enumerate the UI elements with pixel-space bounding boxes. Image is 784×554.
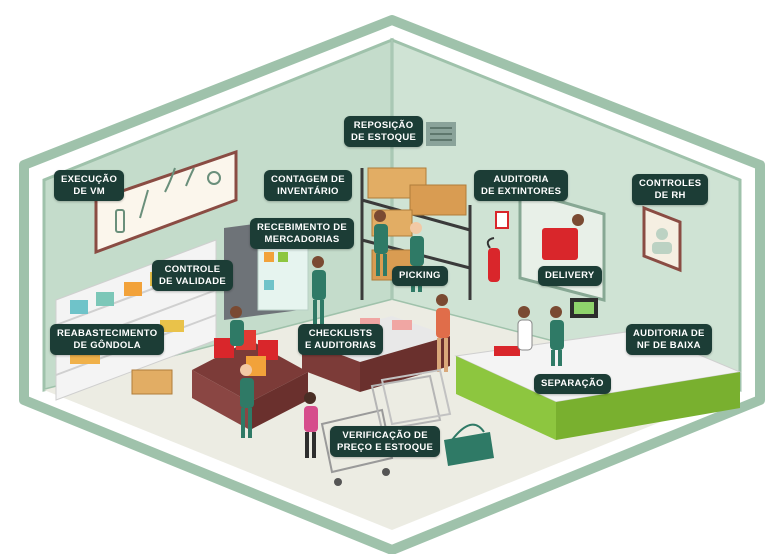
label-line: AUDITORIA	[493, 174, 549, 185]
bottle-icon	[115, 209, 125, 233]
label-delivery[interactable]: DELIVERY	[538, 266, 602, 286]
label-auditoria-nf-baixa[interactable]: AUDITORIA DE NF DE BAIXA	[626, 324, 712, 355]
delivery-box	[542, 228, 578, 260]
label-line: DE ESTOQUE	[351, 131, 417, 143]
label-line: PREÇO E ESTOQUE	[337, 441, 434, 453]
label-line: CONTROLE	[164, 264, 221, 275]
label-line: REABASTECIMENTO	[57, 328, 158, 339]
carrot-icon	[139, 189, 149, 219]
label-controle-validade[interactable]: CONTROLE DE VALIDADE	[152, 260, 233, 291]
fire-extinguisher-icon	[486, 211, 509, 282]
label-line: DE RH	[654, 189, 686, 201]
label-picking[interactable]: PICKING	[392, 266, 448, 286]
label-line: PICKING	[399, 270, 441, 281]
employee-portrait-icon	[642, 205, 682, 273]
label-line: CONTROLES	[639, 178, 702, 189]
shopping-basket-icon	[444, 423, 494, 466]
label-checklists-auditorias[interactable]: CHECKLISTS E AUDITORIAS	[298, 324, 384, 355]
wall-painting	[94, 149, 238, 255]
label-execucao-vm[interactable]: EXECUÇÃO DE VM	[54, 170, 125, 201]
label-line: CHECKLISTS	[308, 328, 373, 339]
label-controles-rh[interactable]: CONTROLES DE RH	[632, 174, 709, 205]
workers	[230, 210, 584, 458]
label-line: EXECUÇÃO	[61, 174, 118, 185]
label-line: MERCADORIAS	[264, 233, 340, 245]
fish-icon	[164, 167, 195, 193]
label-line: AUDITORIA DE	[633, 328, 705, 339]
label-line: E AUDITORIAS	[305, 339, 377, 351]
label-line: NF DE BAIXA	[636, 339, 701, 351]
label-line: SEPARAÇÃO	[541, 378, 604, 389]
label-verificacao-preco-estoque[interactable]: VERIFICAÇÃO DE PREÇO E ESTOQUE	[330, 426, 441, 457]
label-line: REPOSIÇÃO	[353, 120, 414, 131]
label-recebimento-mercadorias[interactable]: RECEBIMENTO DE MERCADORIAS	[250, 218, 355, 249]
label-line: DELIVERY	[545, 270, 595, 281]
floor-box	[131, 369, 173, 395]
label-reposicao-estoque[interactable]: REPOSIÇÃO DE ESTOQUE	[344, 116, 424, 147]
label-line: VERIFICAÇÃO DE	[342, 430, 428, 441]
label-line: CONTAGEM DE	[271, 174, 345, 185]
label-auditoria-extintores[interactable]: AUDITORIA DE EXTINTORES	[474, 170, 569, 201]
air-vent-icon	[426, 122, 456, 146]
label-line: RECEBIMENTO DE	[257, 222, 348, 233]
label-line: DE VALIDADE	[159, 275, 226, 287]
label-separacao[interactable]: SEPARAÇÃO	[534, 374, 611, 394]
label-line: DE VM	[73, 185, 105, 197]
label-contagem-inventario[interactable]: CONTAGEM DE INVENTÁRIO	[264, 170, 352, 201]
label-line: DE EXTINTORES	[481, 185, 562, 197]
label-reabastecimento-gondola[interactable]: REABASTECIMENTO DE GÔNDOLA	[50, 324, 165, 355]
label-line: DE GÔNDOLA	[73, 339, 141, 351]
cart-stack	[370, 368, 452, 432]
label-line: INVENTÁRIO	[277, 185, 339, 197]
